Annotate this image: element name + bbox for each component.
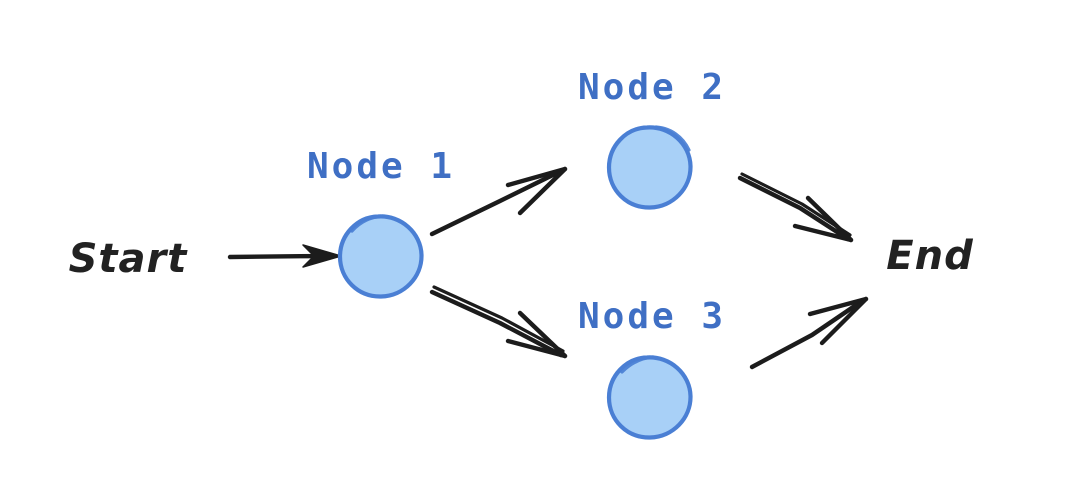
node2-circle-fill [610,127,690,207]
node-node3[interactable]: Node 3 [578,296,726,440]
node1-circle-outline [337,214,424,299]
node2-circle-outline [606,125,693,210]
node-node2[interactable]: Node 2 [578,67,726,210]
edge-node2-end-shaft [737,175,851,242]
node-node1[interactable]: Node 1 [307,146,455,299]
edge-node1-node3 [429,285,568,359]
node1-label: Node 1 [307,146,455,187]
node2-label: Node 2 [578,67,726,108]
node3-circle-outline [606,355,693,440]
edge-node2-end-arrowhead-lower [805,195,854,243]
edge-node1-node2-arrowhead-upper [505,166,568,188]
node3-label: Node 3 [578,296,726,337]
node3-circle-overdraw [620,355,655,374]
edge-node3-end [749,296,869,370]
node1-circle-fill [341,216,421,296]
edge-node1-node3-arrowhead-upper [505,338,568,359]
edge-start-node1-arrowhead [302,244,342,268]
start-label: Start [69,236,189,282]
node1-circle-overdraw [350,214,385,233]
edge-node1-node3-shaft [429,289,564,358]
edge-node1-node2 [429,166,568,237]
edge-node2-end [737,172,854,243]
node2-circle-overdraw [654,125,691,152]
edge-node1-node3-shaft-overdraw [432,285,565,353]
edge-node1-node3-arrowhead-lower [517,310,568,359]
edge-node3-end-arrowhead-lower [819,296,869,346]
end-label: End [886,233,973,279]
edge-start-node1 [227,244,342,268]
node3-circle-fill [610,357,690,437]
edge-node2-end-arrowhead-upper [792,223,854,243]
edge-node1-node2-shaft [429,168,564,237]
edge-node3-end-shaft [749,298,865,370]
edge-node1-node2-arrowhead-lower [517,166,568,216]
edge-node3-end-arrowhead-upper [807,296,869,317]
